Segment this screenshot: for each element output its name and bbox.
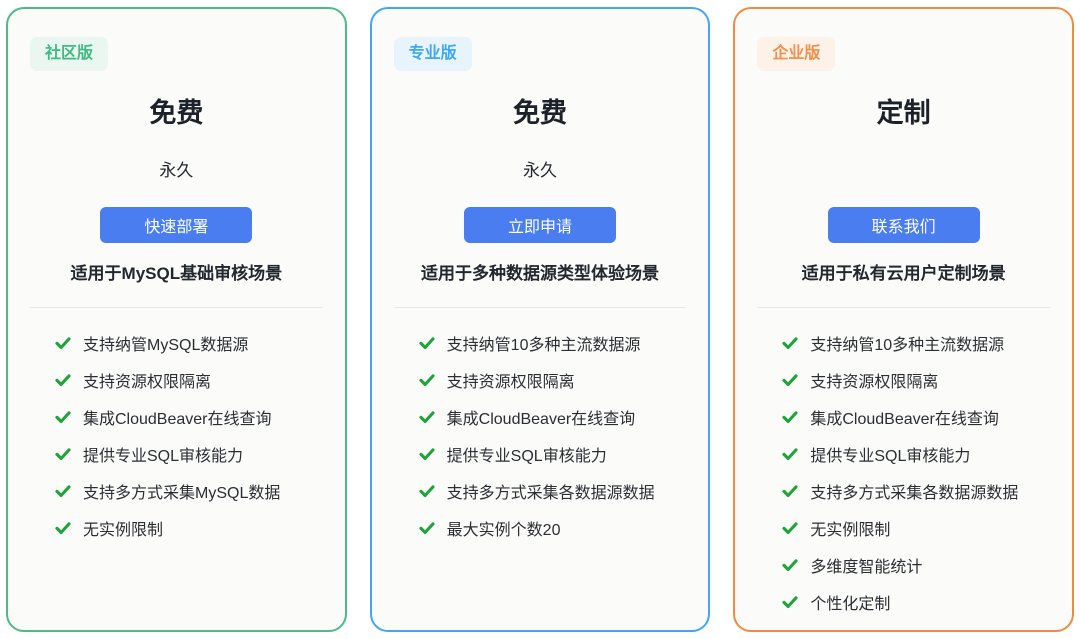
check-icon (781, 334, 799, 352)
feature-item: 集成CloudBeaver在线查询 (781, 398, 1050, 435)
feature-text: 提供专业SQL审核能力 (810, 447, 971, 465)
plan-badge: 企业版 (757, 37, 836, 71)
plan-price: 免费 (513, 98, 567, 128)
feature-text: 支持纳管10多种主流数据源 (810, 336, 1005, 354)
plan-description: 适用于私有云用户定制场景 (801, 264, 1006, 283)
check-icon (54, 408, 72, 426)
plan-badge: 专业版 (393, 37, 472, 71)
plan-description: 适用于MySQL基础审核场景 (70, 264, 283, 283)
feature-item: 支持资源权限隔离 (418, 361, 687, 398)
divider (757, 307, 1051, 308)
feature-text: 支持多方式采集MySQL数据 (83, 484, 281, 502)
feature-item: 支持纳管10多种主流数据源 (418, 324, 687, 361)
feature-text: 支持纳管MySQL数据源 (83, 336, 249, 354)
check-icon (781, 519, 799, 537)
check-icon (418, 334, 436, 352)
feature-item: 支持资源权限隔离 (54, 361, 323, 398)
feature-text: 提供专业SQL审核能力 (83, 447, 244, 465)
plan-duration: 永久 (159, 161, 194, 180)
feature-item: 支持多方式采集MySQL数据 (54, 472, 323, 509)
check-icon (54, 482, 72, 500)
check-icon (781, 445, 799, 463)
check-icon (781, 556, 799, 574)
feature-item: 支持纳管MySQL数据源 (54, 324, 323, 361)
feature-text: 提供专业SQL审核能力 (446, 447, 607, 465)
plan-price: 免费 (149, 98, 204, 128)
feature-item: 无实例限制 (781, 509, 1050, 546)
feature-item: 提供专业SQL审核能力 (781, 435, 1050, 472)
feature-text: 集成CloudBeaver在线查询 (446, 410, 636, 428)
feature-list: 支持纳管10多种主流数据源 支持资源权限隔离 集成CloudBeaver在线查询… (757, 324, 1050, 620)
feature-text: 支持纳管10多种主流数据源 (446, 336, 641, 354)
feature-item: 集成CloudBeaver在线查询 (54, 398, 323, 435)
feature-text: 最大实例个数20 (446, 521, 561, 539)
feature-item: 最大实例个数20 (418, 509, 687, 546)
feature-item: 提供专业SQL审核能力 (54, 435, 323, 472)
divider (393, 307, 687, 308)
check-icon (418, 519, 436, 537)
feature-text: 支持多方式采集各数据源数据 (810, 484, 1019, 502)
feature-text: 无实例限制 (810, 521, 891, 539)
plan-card-professional: 专业版 免费 永久 立即申请 适用于多种数据源类型体验场景 支持纳管10多种主流… (369, 7, 711, 632)
quick-deploy-button[interactable]: 快速部署 (100, 207, 253, 243)
feature-item: 支持资源权限隔离 (781, 361, 1050, 398)
feature-text: 多维度智能统计 (810, 558, 923, 576)
check-icon (54, 334, 72, 352)
plan-duration: 永久 (523, 161, 557, 180)
feature-list: 支持纳管MySQL数据源 支持资源权限隔离 集成CloudBeaver在线查询 … (30, 324, 323, 546)
plan-card-enterprise: 企业版 定制 联系我们 适用于私有云用户定制场景 支持纳管10多种主流数据源 支… (733, 7, 1075, 632)
check-icon (418, 445, 436, 463)
feature-item: 个性化定制 (781, 583, 1050, 620)
check-icon (781, 408, 799, 426)
feature-text: 支持资源权限隔离 (446, 373, 575, 391)
apply-now-button[interactable]: 立即申请 (464, 207, 616, 243)
check-icon (418, 482, 436, 500)
feature-item: 支持多方式采集各数据源数据 (781, 472, 1050, 509)
check-icon (781, 593, 799, 611)
check-icon (54, 371, 72, 389)
feature-list: 支持纳管10多种主流数据源 支持资源权限隔离 集成CloudBeaver在线查询… (394, 324, 687, 546)
feature-text: 支持多方式采集各数据源数据 (446, 484, 655, 502)
feature-item: 支持纳管10多种主流数据源 (781, 324, 1050, 361)
check-icon (781, 371, 799, 389)
feature-text: 集成CloudBeaver在线查询 (810, 410, 999, 428)
plan-description: 适用于多种数据源类型体验场景 (421, 264, 659, 283)
check-icon (781, 482, 799, 500)
check-icon (54, 519, 72, 537)
feature-text: 集成CloudBeaver在线查询 (83, 410, 272, 428)
feature-text: 支持资源权限隔离 (83, 373, 212, 391)
feature-item: 无实例限制 (54, 509, 323, 546)
feature-text: 个性化定制 (810, 595, 891, 613)
check-icon (54, 445, 72, 463)
feature-item: 集成CloudBeaver在线查询 (418, 398, 687, 435)
check-icon (418, 371, 436, 389)
check-icon (418, 408, 436, 426)
feature-item: 多维度智能统计 (781, 546, 1050, 583)
plan-duration (757, 160, 1050, 182)
feature-item: 支持多方式采集各数据源数据 (418, 472, 687, 509)
contact-us-button[interactable]: 联系我们 (827, 207, 980, 243)
feature-text: 支持资源权限隔离 (810, 373, 939, 391)
plan-badge: 社区版 (30, 37, 109, 71)
plan-price: 定制 (876, 98, 931, 128)
divider (30, 307, 323, 308)
plan-card-community: 社区版 免费 永久 快速部署 适用于MySQL基础审核场景 支持纳管MySQL数… (6, 7, 347, 632)
feature-item: 提供专业SQL审核能力 (418, 435, 687, 472)
feature-text: 无实例限制 (83, 521, 164, 539)
